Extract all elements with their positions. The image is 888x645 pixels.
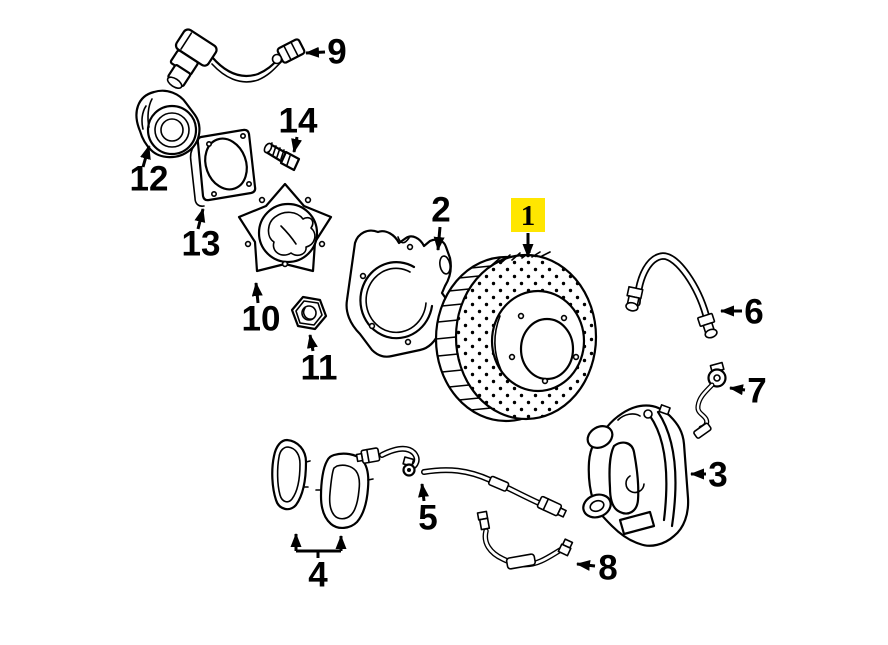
callout-arrow	[251, 282, 263, 304]
callout-1-highlighted[interactable]: 1	[511, 198, 545, 258]
bearing-flange-drawing	[189, 128, 257, 207]
abs-sensor-drawing	[166, 28, 306, 90]
callout-3[interactable]: 3	[690, 456, 728, 495]
callout-2[interactable]: 2	[431, 191, 451, 251]
callout-label-5: 5	[418, 499, 437, 538]
bolt-drawing	[263, 142, 301, 172]
callout-label-11: 11	[301, 349, 338, 388]
caliper-drawing	[582, 404, 690, 547]
wear-sensor-wire-drawing	[355, 445, 567, 518]
callout-10[interactable]: 10	[242, 282, 281, 339]
brake-hose-drawing	[625, 252, 718, 339]
callout-6[interactable]: 6	[720, 293, 764, 332]
callout-14[interactable]: 14	[279, 102, 318, 153]
callout-9[interactable]: 9	[305, 33, 347, 72]
callout-arrow	[729, 384, 746, 396]
callout-12[interactable]: 12	[130, 145, 169, 199]
callout-arrow	[140, 145, 151, 168]
callout-label-12: 12	[130, 160, 169, 199]
callout-13[interactable]: 13	[182, 208, 221, 264]
callout-label-10: 10	[242, 300, 281, 339]
callout-label-6: 6	[744, 293, 763, 332]
callout-5[interactable]: 5	[418, 483, 438, 538]
callout-label-7: 7	[747, 372, 766, 411]
callout-7[interactable]: 7	[729, 372, 767, 411]
sensor-line-drawing	[476, 510, 574, 570]
callout-8[interactable]: 8	[576, 549, 618, 588]
callout-label-13: 13	[182, 225, 221, 264]
wheel-bearing-drawing	[135, 89, 201, 159]
callout-arrow	[194, 208, 206, 230]
callout-11[interactable]: 11	[301, 334, 338, 388]
callout-label-2: 2	[431, 191, 450, 230]
callout-label-8: 8	[598, 549, 617, 588]
callout-arrow	[305, 46, 326, 58]
callout-arrow	[306, 334, 318, 352]
highlight-box	[511, 198, 545, 232]
hub-nut-drawing	[290, 295, 328, 331]
callout-arrow	[291, 136, 302, 153]
callout-arrow	[433, 226, 445, 251]
callout-label-3: 3	[708, 456, 727, 495]
brake-pads-drawing	[271, 438, 374, 529]
callout-label-14: 14	[279, 102, 318, 141]
brake-pipe-drawing	[693, 361, 727, 439]
callout-label-9: 9	[327, 33, 346, 72]
wheel-hub-drawing	[237, 182, 333, 273]
callout-arrow	[576, 559, 596, 571]
splash-shield-drawing	[345, 229, 452, 358]
callout-4[interactable]: 4	[290, 533, 347, 595]
callout-label-4: 4	[308, 556, 328, 595]
brake-disc-drawing	[434, 251, 598, 423]
callout-label-1: 1	[521, 200, 536, 232]
callout-arrow	[418, 483, 429, 502]
